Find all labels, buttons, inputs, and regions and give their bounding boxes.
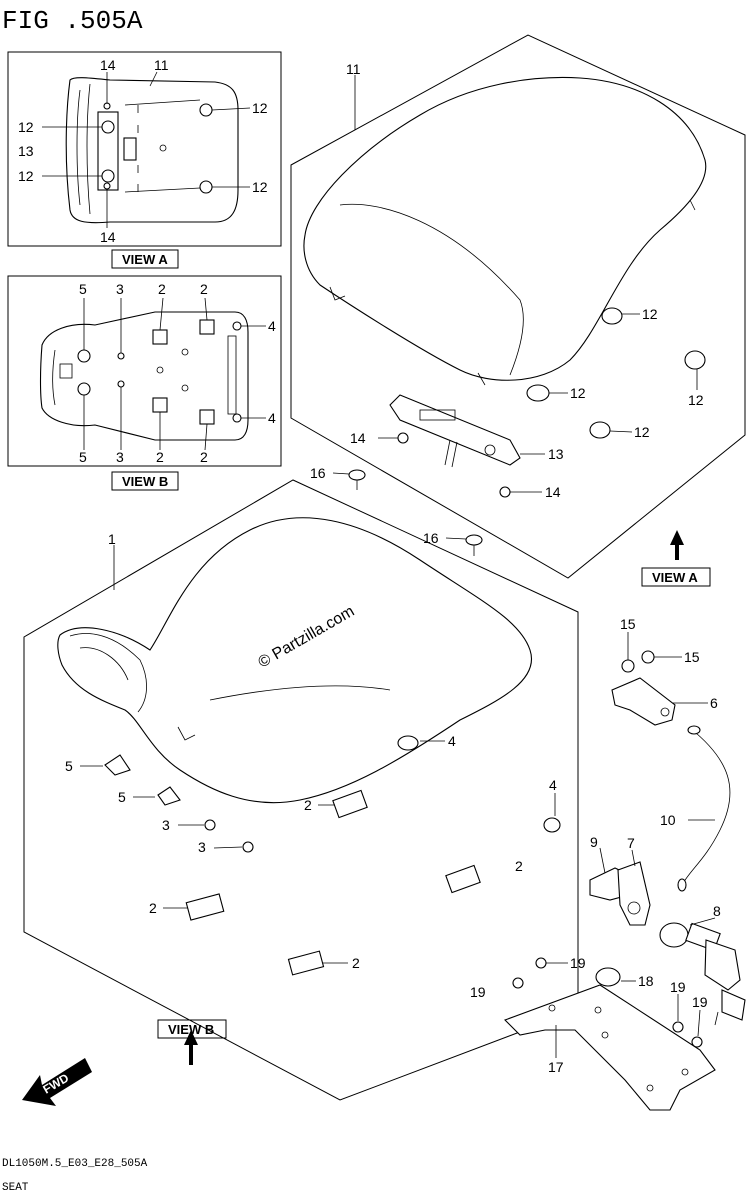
callout-12: 12 <box>642 306 658 322</box>
callout-10: 10 <box>660 812 676 828</box>
callout-19: 19 <box>470 984 486 1000</box>
callout-12: 12 <box>18 168 34 184</box>
callout-9: 9 <box>590 834 598 850</box>
callout-12: 12 <box>688 392 704 408</box>
view-a-inset: 14 11 12 13 12 12 12 14 <box>7 51 282 247</box>
figure-title: FIG .505A <box>2 6 143 36</box>
callout-14: 14 <box>545 484 561 500</box>
view-a-label-box <box>111 249 179 269</box>
callout-8: 8 <box>713 903 721 919</box>
callout-15: 15 <box>684 649 700 665</box>
callout-5: 5 <box>79 281 87 297</box>
callout-13: 13 <box>18 143 34 159</box>
fwd-arrow-icon: FWD <box>22 1058 92 1106</box>
callout-14: 14 <box>350 430 366 446</box>
view-b-label: VIEW B <box>122 474 168 489</box>
callout-12: 12 <box>570 385 586 401</box>
callout-19: 19 <box>670 979 686 995</box>
callout-11: 11 <box>154 57 169 73</box>
callout-4: 4 <box>549 777 557 793</box>
callout-15: 15 <box>620 616 636 632</box>
callout-2: 2 <box>200 449 208 465</box>
callout-2: 2 <box>515 858 523 874</box>
lock-assembly: 15 15 6 10 9 7 8 18 19 19 19 19 17 <box>470 616 746 1111</box>
figure-code: DL1050M.5_E03_E28_505A <box>2 1158 148 1170</box>
callout-2: 2 <box>304 797 312 813</box>
callout-2: 2 <box>156 449 164 465</box>
callout-14: 14 <box>100 229 116 245</box>
callout-4: 4 <box>268 410 276 426</box>
callout-2: 2 <box>352 955 360 971</box>
callout-17: 17 <box>548 1059 564 1075</box>
callout-5: 5 <box>118 789 126 805</box>
callout-19: 19 <box>692 994 708 1010</box>
callout-2: 2 <box>149 900 157 916</box>
callout-14: 14 <box>100 57 116 73</box>
view-b-arrow-icon <box>184 1030 198 1065</box>
view-b-label-box-main <box>157 1019 227 1039</box>
callout-5: 5 <box>65 758 73 774</box>
callout-6: 6 <box>710 695 718 711</box>
callout-5: 5 <box>79 449 87 465</box>
callout-3: 3 <box>162 817 170 833</box>
callout-12: 12 <box>634 424 650 440</box>
front-seat-group: © Partzilla.com 1 4 4 5 5 3 3 2 2 2 2 <box>23 479 579 1101</box>
callout-1: 1 <box>108 531 116 547</box>
view-a-label-box-main <box>641 567 711 587</box>
callout-3: 3 <box>116 281 124 297</box>
callout-2: 2 <box>158 281 166 297</box>
callout-13: 13 <box>548 446 564 462</box>
callout-18: 18 <box>638 973 654 989</box>
view-a-label-main: VIEW A <box>652 570 698 585</box>
callout-4: 4 <box>268 318 276 334</box>
view-a-label: VIEW A <box>122 252 168 267</box>
callout-19: 19 <box>570 955 586 971</box>
view-b-label-box <box>111 471 179 491</box>
callout-3: 3 <box>116 449 124 465</box>
callout-7: 7 <box>627 835 635 851</box>
callout-12: 12 <box>252 179 268 195</box>
callout-4: 4 <box>448 733 456 749</box>
view-b-inset: 5 3 2 2 4 5 3 2 2 4 <box>7 275 282 467</box>
rear-seat-group: 11 12 12 12 12 14 13 14 16 16 <box>290 34 746 579</box>
callout-12: 12 <box>252 100 268 116</box>
callout-11: 11 <box>346 61 361 77</box>
figure-name: SEAT <box>2 1182 29 1194</box>
view-b-label-main: VIEW B <box>168 1022 214 1037</box>
view-a-arrow-icon <box>670 530 684 560</box>
callout-3: 3 <box>198 839 206 855</box>
callout-12: 12 <box>18 119 34 135</box>
callout-2: 2 <box>200 281 208 297</box>
callout-16: 16 <box>310 465 326 481</box>
